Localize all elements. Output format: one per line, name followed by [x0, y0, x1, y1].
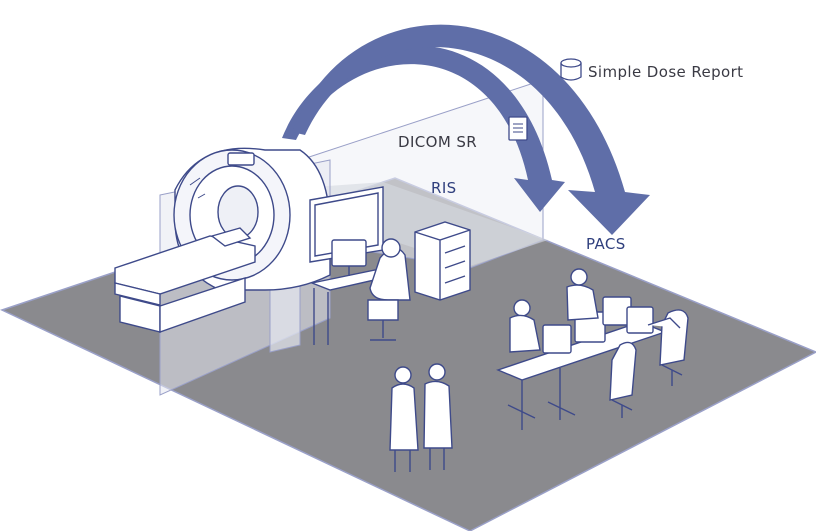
ris-label: RIS	[431, 179, 457, 197]
pacs-label: PACS	[586, 235, 626, 253]
database-cylinder-icon	[560, 58, 582, 81]
dicom-sr-label: DICOM SR	[398, 133, 477, 151]
reading-workstations	[496, 268, 689, 430]
arrow-dicom-sr-to-ris	[282, 45, 565, 213]
shield-partition-side	[269, 279, 301, 353]
document-icon	[508, 116, 528, 141]
control-workstation	[309, 186, 411, 345]
patient-table	[114, 227, 256, 333]
simple-dose-report-label: Simple Dose Report	[588, 63, 743, 81]
standing-staff	[389, 363, 453, 472]
file-cabinet	[414, 221, 471, 301]
